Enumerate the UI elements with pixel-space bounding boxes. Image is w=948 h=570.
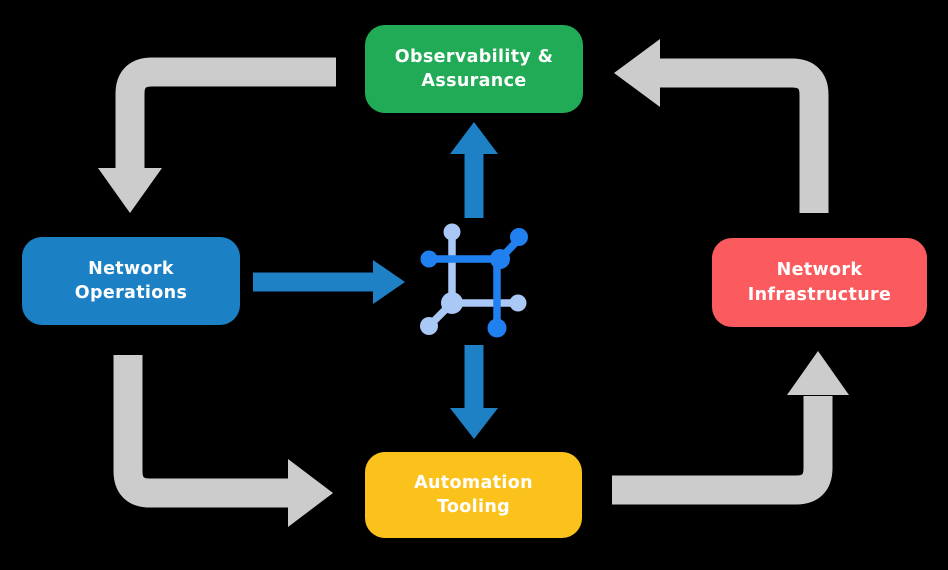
node-label: Network Infrastructure — [747, 260, 892, 305]
arrow-shaft — [659, 58, 829, 213]
node-label: Observability & Assurance — [394, 46, 554, 91]
arrowhead-right-icon — [373, 260, 405, 304]
icon-node-right — [509, 294, 527, 312]
node-observability-assurance: Observability & Assurance — [365, 25, 583, 113]
arrow-shaft — [612, 396, 833, 505]
arrowhead-left-icon — [614, 39, 660, 107]
node-network-infrastructure: Network Infrastructure — [712, 238, 927, 327]
icon-node-bottomleft-end — [420, 317, 438, 335]
icon-node-top — [443, 223, 461, 241]
arrow-automation-to-infrastructure — [612, 351, 849, 505]
arrowhead-up-icon — [787, 351, 849, 395]
arrow-shaft — [115, 57, 336, 169]
arrow-observability-to-operations — [98, 57, 336, 213]
node-label: Automation Tooling — [414, 472, 533, 517]
node-network-operations: Network Operations — [22, 237, 240, 325]
icon-node-topright-end — [510, 228, 528, 246]
arrowhead-up-icon — [450, 122, 498, 154]
arrow-shaft — [113, 355, 289, 508]
arrowhead-right-icon — [288, 459, 333, 527]
node-automation-tooling: Automation Tooling — [365, 452, 582, 538]
icon-node-bottomleft — [441, 292, 463, 314]
arrow-operations-to-center — [253, 260, 405, 304]
arrowhead-down-icon — [98, 168, 162, 213]
icon-node-topright — [490, 249, 510, 269]
arrow-infrastructure-to-observability — [614, 39, 829, 213]
icon-node-left — [420, 250, 438, 268]
arrowhead-down-icon — [450, 408, 498, 439]
arrow-operations-to-automation — [113, 355, 333, 527]
arrow-center-to-observability — [450, 122, 498, 218]
icon-node-bottom — [487, 318, 507, 338]
network-mesh-icon — [420, 223, 528, 338]
arrow-center-to-automation — [450, 345, 498, 439]
node-label: Network Operations — [74, 258, 188, 303]
